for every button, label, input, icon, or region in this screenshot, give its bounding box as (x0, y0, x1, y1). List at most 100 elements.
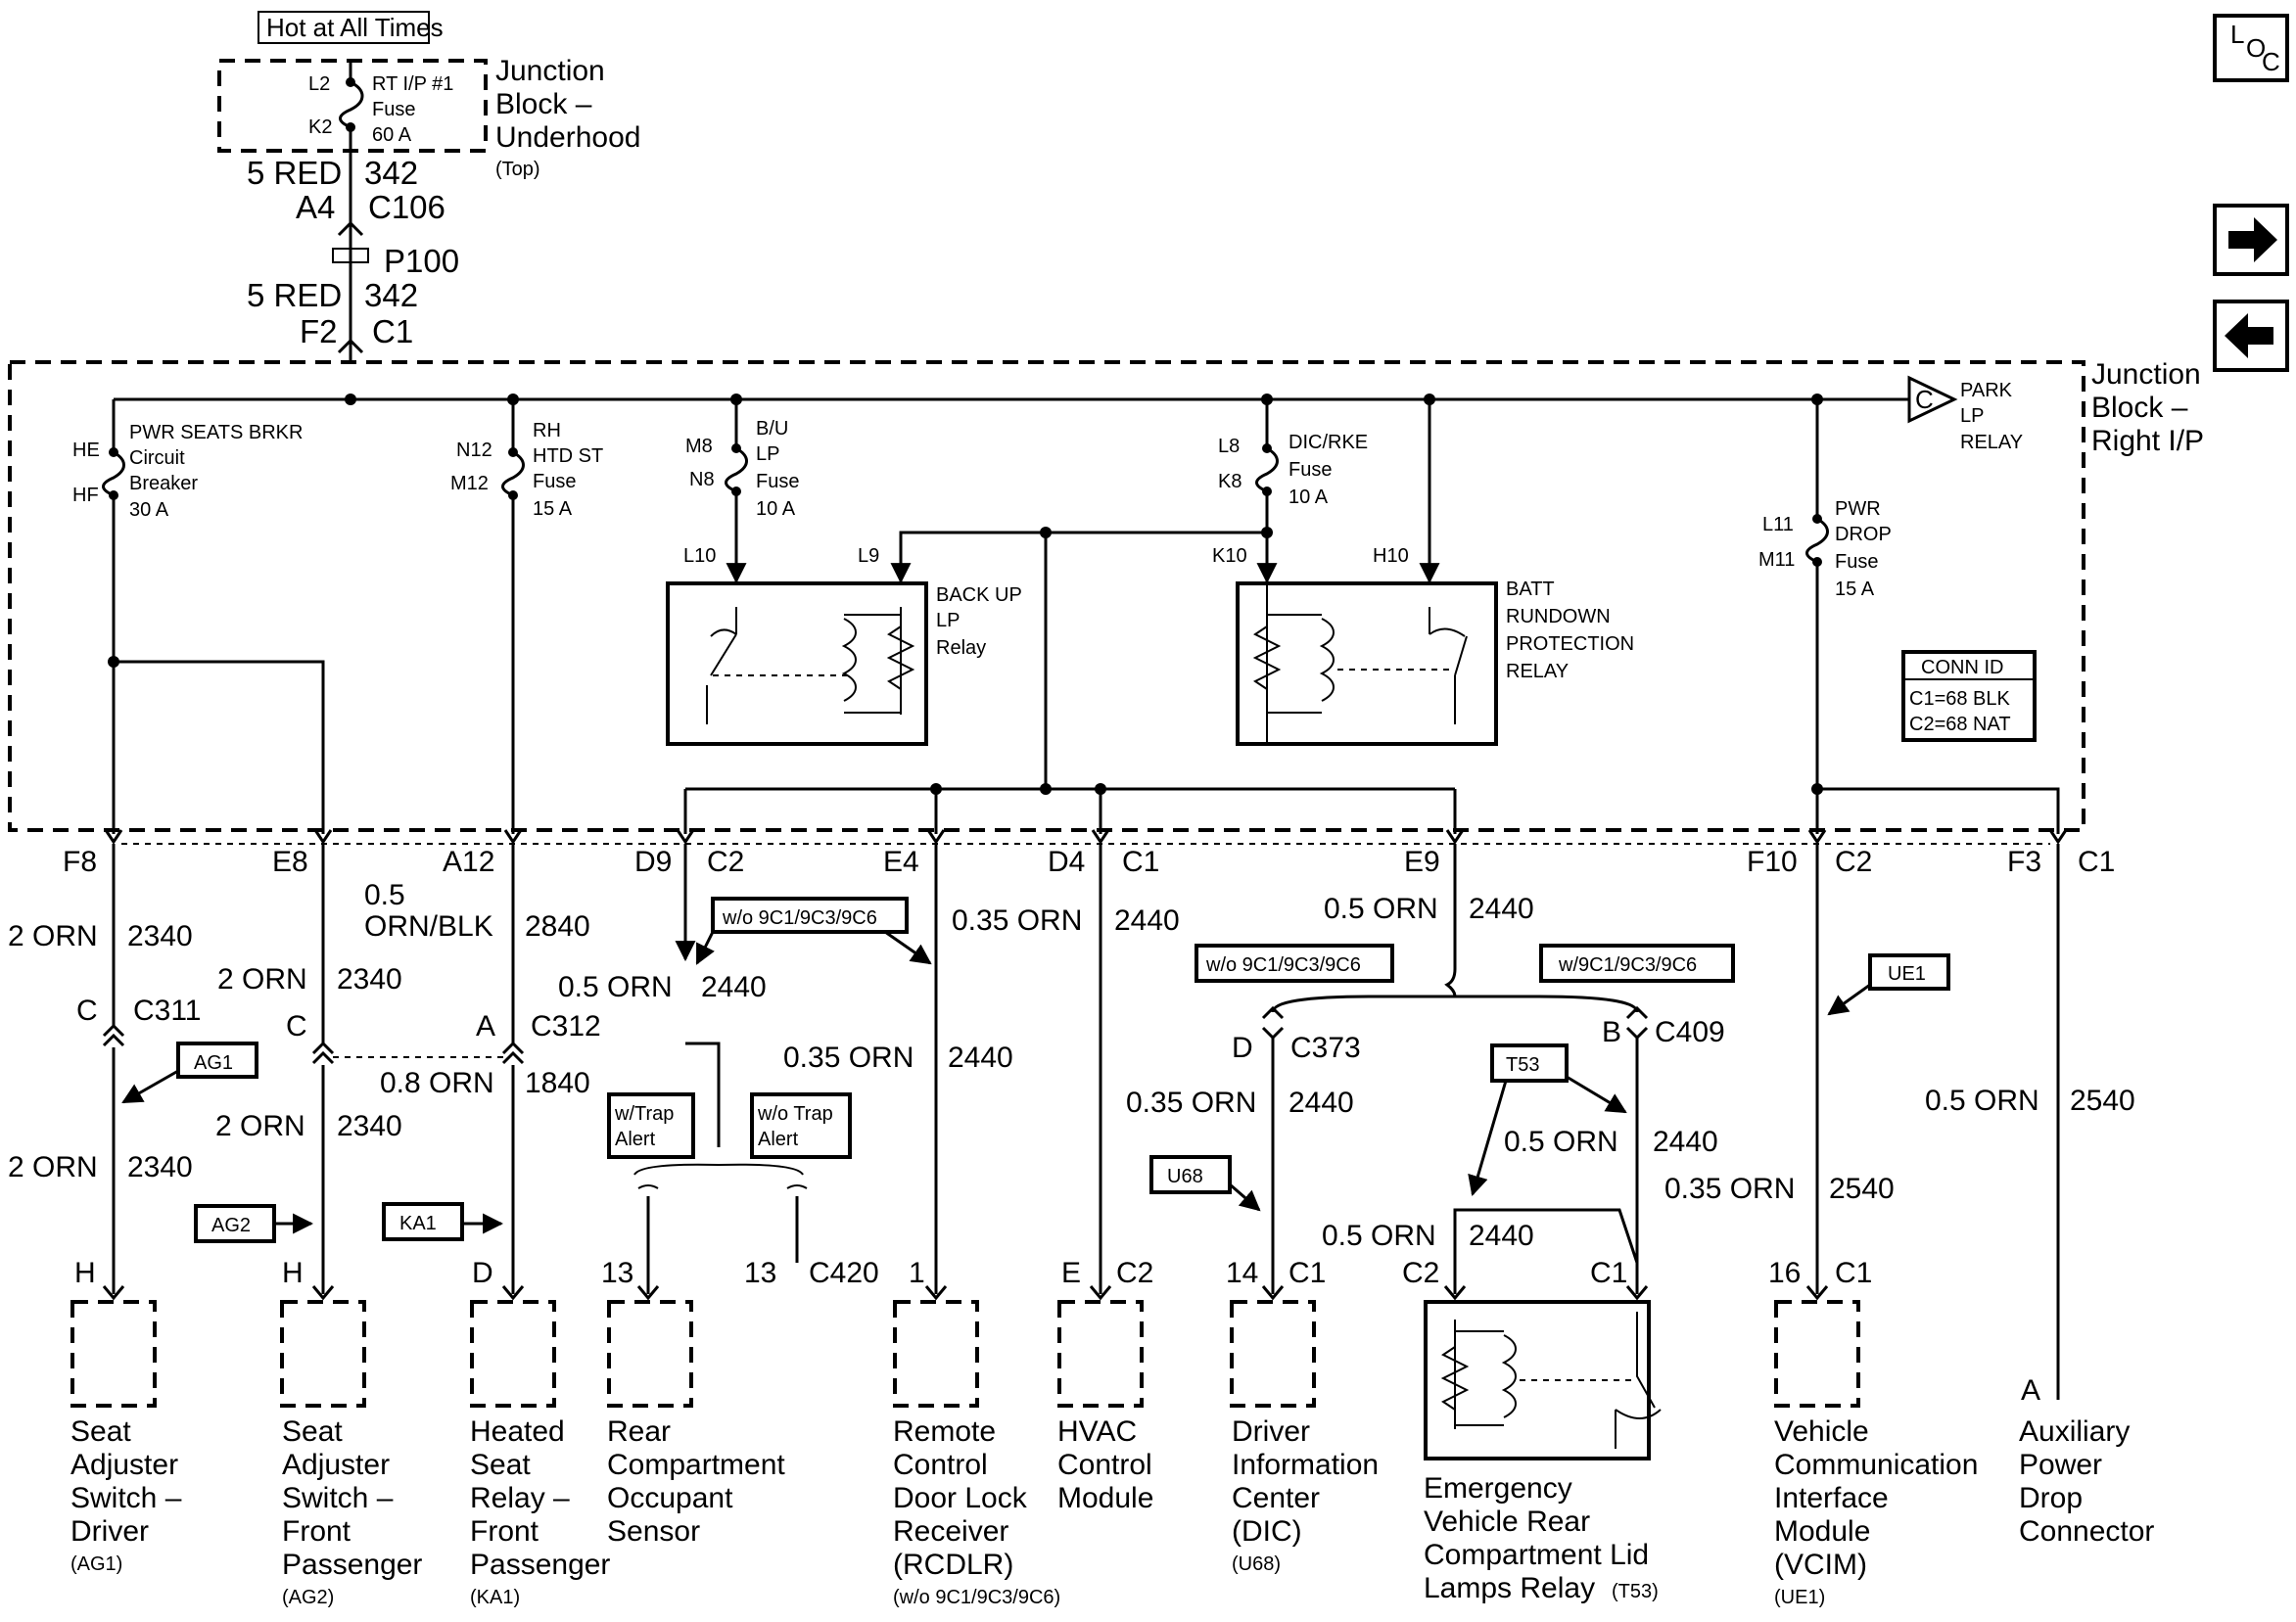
w6-circuit: 2440 (1469, 893, 1534, 925)
out-pin-f10: F10 (1747, 846, 1798, 878)
fuse5-pin-a: L11 (1762, 514, 1794, 535)
comp10-name-2: Power (2019, 1449, 2102, 1481)
w11-circuit: 2440 (1289, 1087, 1354, 1119)
fuse4-text-1: DIC/RKE (1289, 432, 1368, 453)
comp10-name-3: Drop (2019, 1482, 2083, 1514)
ref-t53: T53 (1506, 1054, 1539, 1076)
next-page-button[interactable] (2213, 204, 2289, 276)
comp9-name-5: (VCIM) (1774, 1549, 1867, 1581)
output-pin-arrows (102, 1285, 1829, 1301)
w12-color: 0.5 ORN (1504, 1126, 1618, 1158)
backup-relay-pin-l10: L10 (683, 545, 716, 567)
w7-circuit: 2440 (948, 1042, 1013, 1074)
batt-rundown-protection-relay (1236, 581, 1498, 746)
jbu-pin-l2: L2 (308, 73, 330, 95)
comp8-name-3: Compartment Lid (1424, 1539, 1649, 1571)
ref-u68: U68 (1167, 1166, 1203, 1187)
c312-pin-a: A (476, 1010, 495, 1043)
out-conn-f3: C1 (2078, 846, 2115, 878)
option-w-9c: w/9C1/9C3/9C6 (1558, 954, 1697, 976)
loc-l: L (2230, 20, 2244, 49)
w15-color: 0.5 ORN (1925, 1085, 2039, 1117)
inline-c312-symbol-c (311, 1041, 335, 1065)
p100-splice-symbol (332, 248, 369, 263)
comp6-conn: C2 (1116, 1257, 1153, 1289)
component-emergency-lid-lamps-relay (1424, 1300, 1651, 1460)
ref-u68-box[interactable] (1149, 1155, 1232, 1194)
fuse4-pin-b: K8 (1218, 471, 1242, 492)
out-pin-f3: F3 (2007, 846, 2041, 878)
ref-t53-box[interactable] (1490, 1043, 1569, 1083)
fuse2-text-3: Fuse (533, 471, 576, 492)
component-heated-seat-relay (470, 1300, 556, 1408)
w7-color: 0.35 ORN (783, 1042, 914, 1074)
comp1-code: (AG1) (70, 1553, 122, 1575)
conn-id-c1: C1=68 BLK (1909, 688, 2011, 710)
backup-relay-pin-l9: L9 (858, 545, 879, 567)
wo-trap-1: w/o Trap (757, 1103, 833, 1125)
batt-relay-name-2: RUNDOWN (1506, 606, 1611, 627)
comp5-name-5: (RCDLR) (893, 1549, 1013, 1581)
w11-color: 0.35 ORN (1126, 1087, 1256, 1119)
comp2-name-5: Passenger (282, 1549, 422, 1581)
batt-relay-name-4: RELAY (1506, 661, 1569, 682)
wo-trap-2: Alert (758, 1129, 799, 1150)
w15-circuit: 2540 (2070, 1085, 2135, 1117)
jbu-pin-k2: K2 (308, 116, 332, 138)
out-pin-d4: D4 (1048, 846, 1085, 878)
comp6-name-2: Control (1057, 1449, 1152, 1481)
comp2-name-1: Seat (282, 1415, 343, 1448)
ref-t53-arrow-b (1566, 1075, 1627, 1114)
c420-symbols (637, 1184, 808, 1189)
feed-wire2-circuit: 342 (364, 277, 418, 313)
feed-wire2-color: 5 RED (247, 277, 342, 313)
ref-t53-arrow-a (1468, 1080, 1508, 1197)
previous-page-button[interactable] (2213, 300, 2289, 372)
ref-ue1-box[interactable] (1868, 953, 1950, 991)
fuse2-pin-b: M12 (450, 473, 489, 494)
fuse4-text-2: Fuse (1289, 459, 1332, 481)
feed-conn2-pin: F2 (300, 313, 338, 349)
feed-conn2-id: C1 (372, 313, 413, 349)
w5-color: 0.5 ORN (558, 971, 673, 1003)
right-ip-junction-block (8, 360, 2085, 832)
conn-id-c2: C2=68 NAT (1909, 714, 2011, 735)
option-w-9c-box (1539, 944, 1735, 983)
out-pin-e4: E4 (883, 846, 919, 878)
w3-color: ORN/BLK (364, 910, 493, 943)
ref-ag1-box[interactable] (176, 1042, 258, 1079)
connector-c1-entry-symbol (337, 338, 364, 354)
w3-circuit: 2840 (525, 910, 590, 943)
component-seat-adjuster-passenger (280, 1300, 366, 1408)
out-pin-e9: E9 (1404, 846, 1440, 878)
c409-id: C409 (1655, 1016, 1725, 1048)
feed-conn1-pin: A4 (296, 189, 335, 225)
comp4-name-1: Rear (607, 1415, 671, 1448)
w8-color: 0.8 ORN (380, 1067, 494, 1099)
hot-at-all-times-label: Hot at All Times (266, 13, 444, 42)
feed-wire1-color: 5 RED (247, 155, 342, 191)
pwr-seat-branch-wire (114, 660, 325, 834)
ref-ka1-box[interactable] (382, 1202, 464, 1241)
output-connector-row (104, 829, 2068, 845)
w4-circuit: 2440 (1114, 904, 1180, 937)
location-icon[interactable] (2213, 14, 2289, 82)
out-conn-d9: C2 (707, 846, 744, 878)
comp4-name-3: Occupant (607, 1482, 733, 1514)
fuse-terminal-dot (731, 487, 741, 496)
w1-color: 2 ORN (8, 920, 98, 952)
ref-ag1: AG1 (194, 1052, 233, 1074)
comp1-name-3: Switch – (70, 1482, 182, 1514)
backup-relay-resistor (886, 626, 915, 690)
comp2-name-4: Front (282, 1515, 351, 1548)
inline-c409-symbol (1625, 1005, 1649, 1041)
hot-at-all-times-box (258, 11, 430, 44)
wire-rear-sensor-mid (685, 1042, 721, 1147)
comp1-name-1: Seat (70, 1415, 131, 1448)
comp9-conn: C1 (1835, 1257, 1872, 1289)
comp10-name-4: Connector (2019, 1515, 2154, 1548)
fuse1-text-1: PWR SEATS BRKR (129, 422, 303, 443)
splice-p100-label: P100 (384, 243, 459, 279)
fuse3-text-1: B/U (756, 418, 788, 440)
